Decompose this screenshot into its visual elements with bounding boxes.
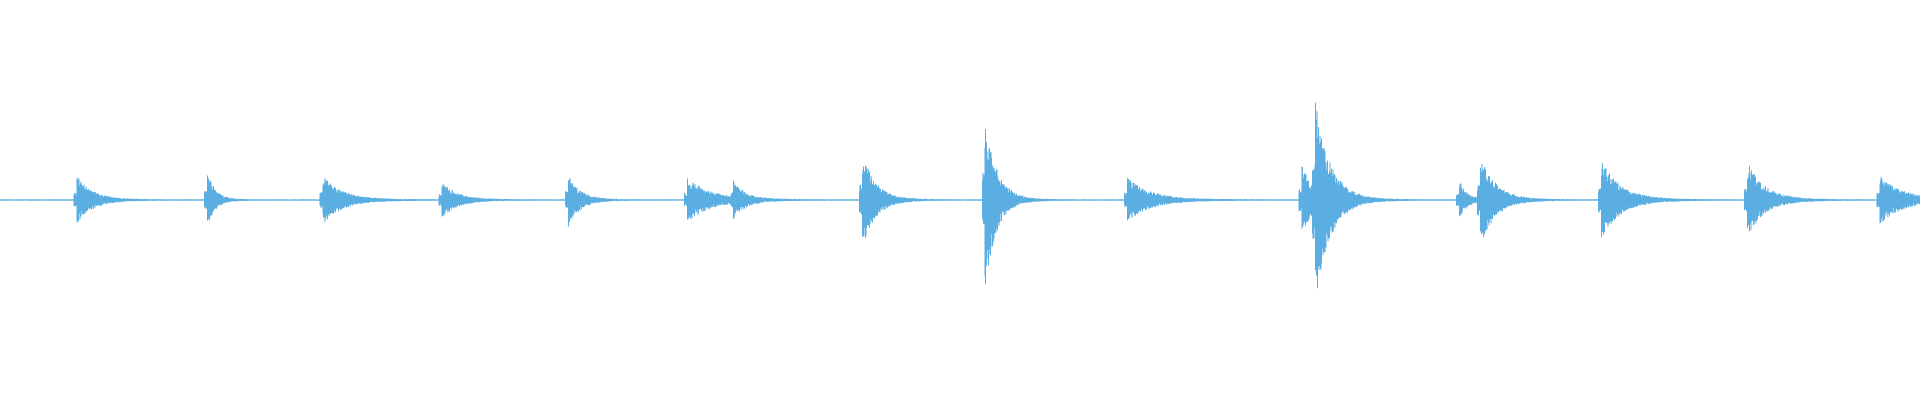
waveform-trace xyxy=(0,102,1920,289)
